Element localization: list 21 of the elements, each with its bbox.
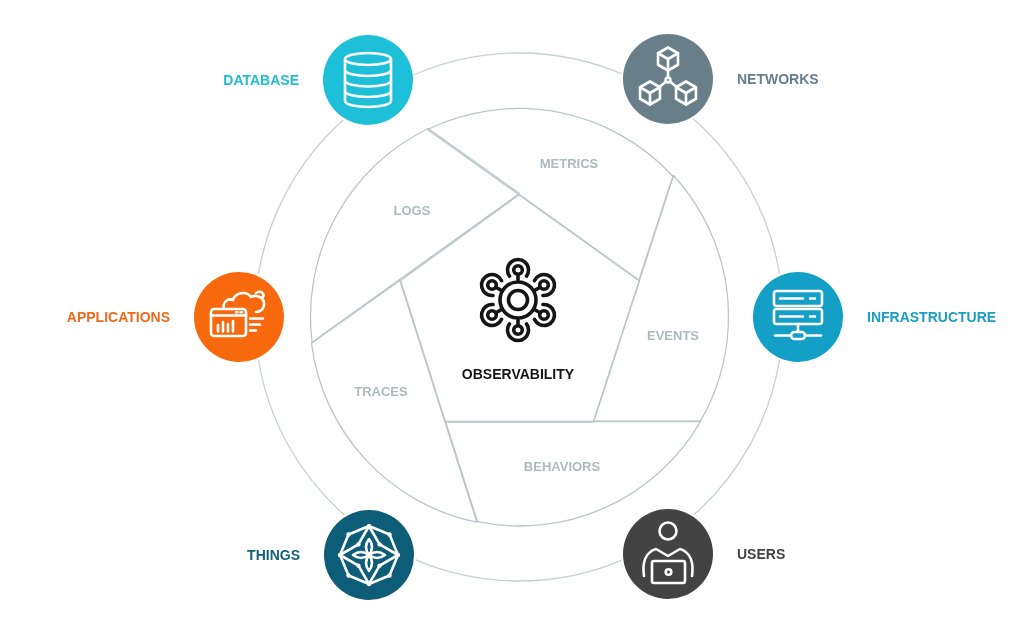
segment-label: METRICS [539,156,599,170]
category-label: INFRASTRUCTURE [867,310,997,324]
segment-label: LOGS [393,203,431,217]
ring-arc [257,119,344,275]
category-label: DATABASE [223,73,299,87]
segment-label: BEHAVIORS [523,459,601,473]
aperture-blade [443,420,702,528]
aperture-blade [308,127,521,345]
category-label: APPLICATIONS [66,310,170,324]
ring-arc [693,359,781,516]
ring-arc [257,359,345,516]
segment-label: EVENTS [647,328,699,342]
center-title: OBSERVABILITY [461,367,575,381]
category-label: THINGS [247,548,300,562]
ring-arc [692,118,781,275]
ring-arc [415,559,623,582]
ring-arc [414,52,622,76]
aperture-blade [591,174,730,423]
segment-label: TRACES [354,384,408,398]
category-label: USERS [737,547,786,561]
category-label: NETWORKS [737,72,819,86]
